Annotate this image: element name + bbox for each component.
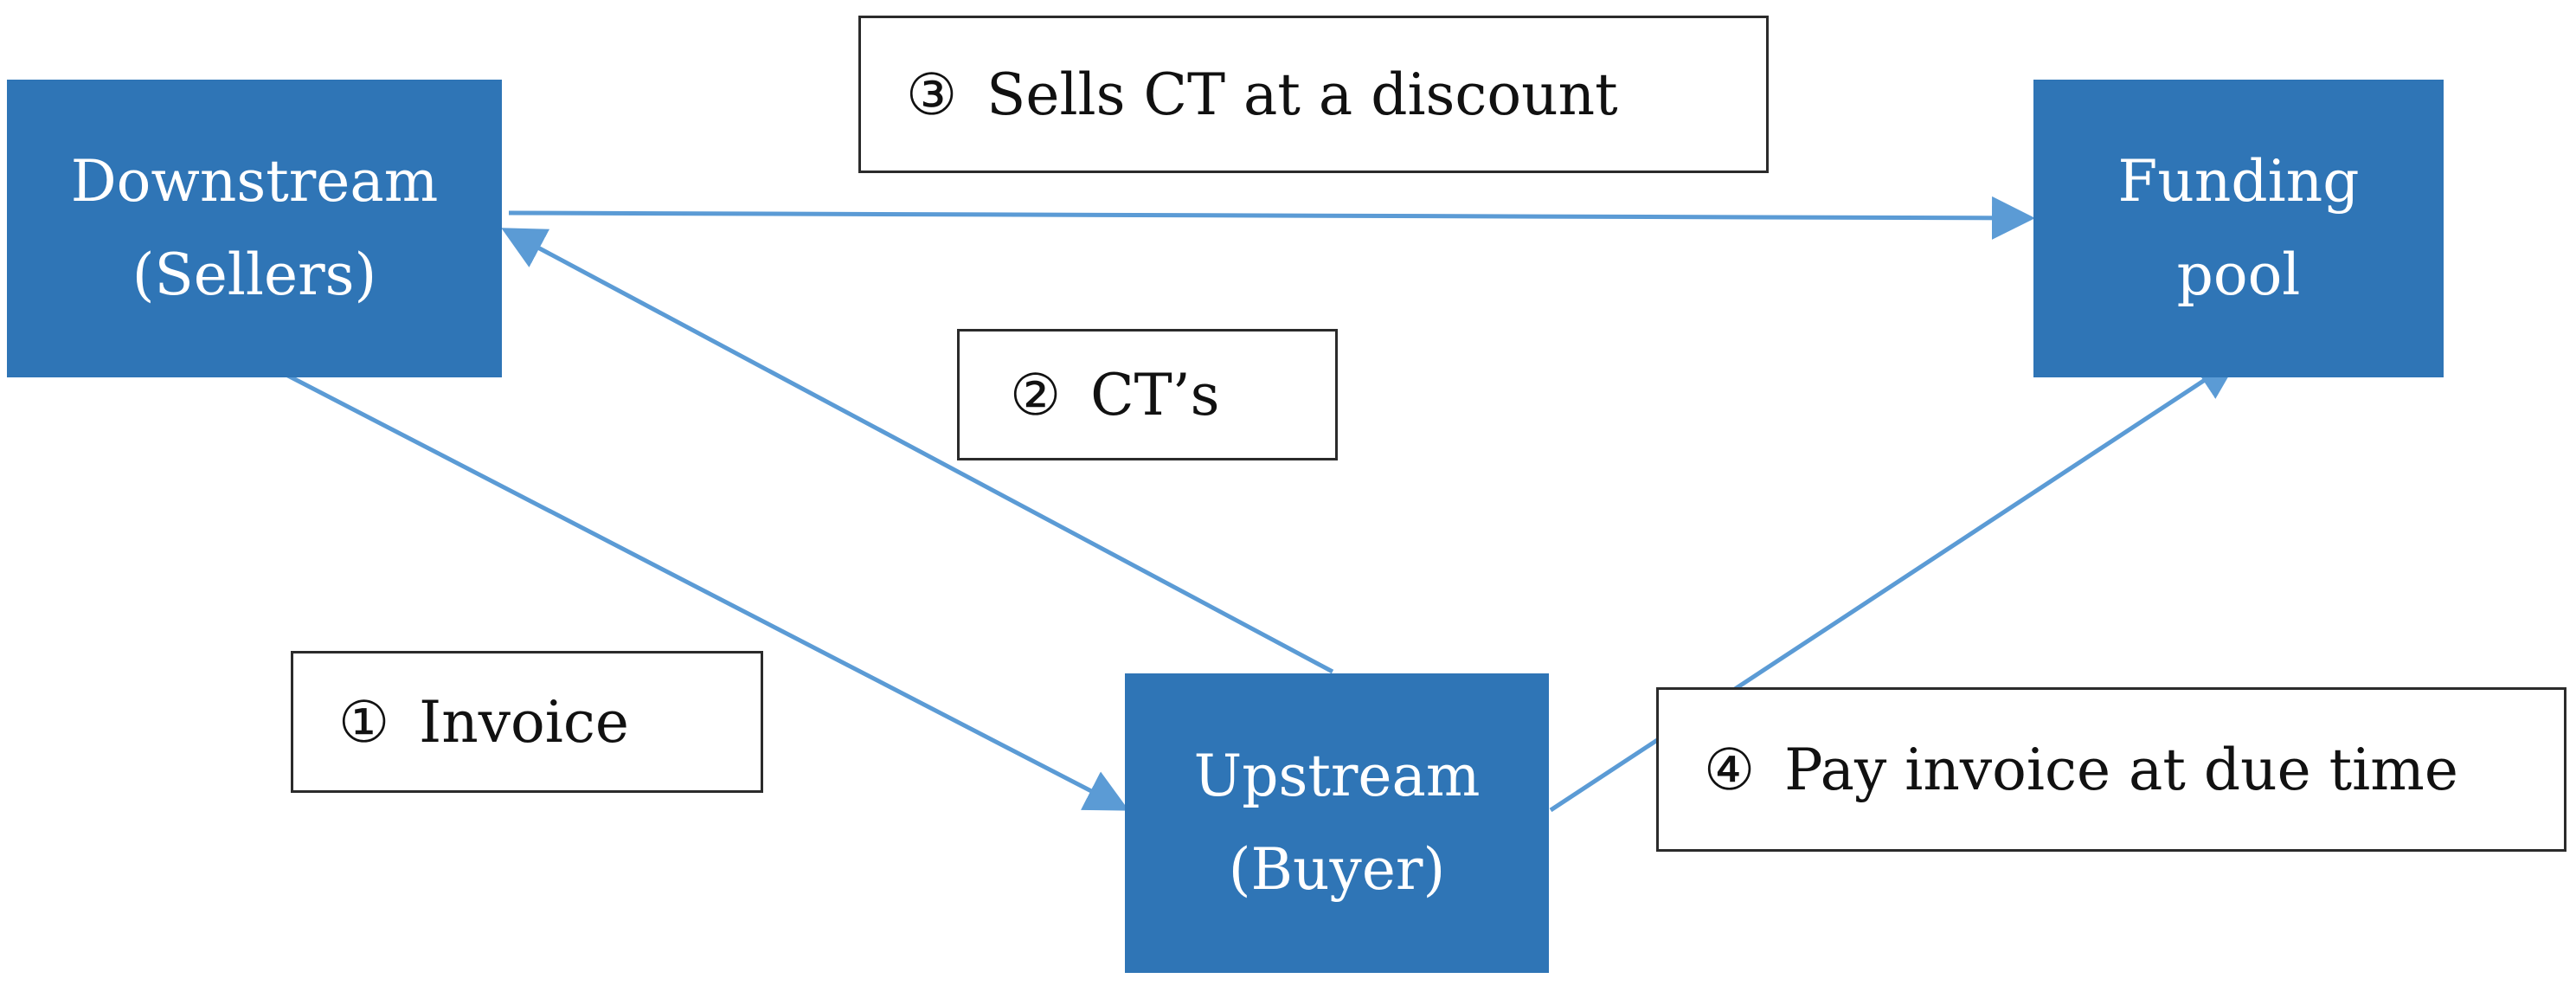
- step-text-4: Pay invoice at due time: [1784, 736, 2458, 803]
- step-number-3: ③: [906, 61, 958, 128]
- node-downstream-sellers: Downstream (Sellers): [7, 80, 502, 377]
- step-label-invoice: ① Invoice: [291, 651, 763, 793]
- step-label-cts: ② CT’s: [957, 329, 1338, 460]
- step-label-sells-ct: ③ Sells CT at a discount: [858, 16, 1769, 173]
- node-upstream-line1: Upstream: [1193, 743, 1481, 809]
- arrow-invoice: [256, 357, 1129, 811]
- step-text-2: CT’s: [1090, 361, 1220, 428]
- step-number-4: ④: [1704, 736, 1756, 803]
- arrow-sells-ct: [508, 196, 2035, 240]
- node-upstream-buyer: Upstream (Buyer): [1125, 673, 1549, 973]
- step-label-pay-invoice: ④ Pay invoice at due time: [1656, 687, 2566, 852]
- node-downstream-line1: Downstream: [70, 148, 439, 215]
- step-number-1: ①: [338, 688, 390, 756]
- step-text-1: Invoice: [419, 688, 629, 756]
- step-text-3: Sells CT at a discount: [986, 61, 1618, 128]
- node-funding-line2: pool: [2176, 241, 2301, 308]
- arrow-cts: [501, 228, 1334, 674]
- node-upstream-line2: (Buyer): [1228, 836, 1446, 903]
- node-downstream-line2: (Sellers): [132, 241, 377, 308]
- node-funding-pool: Funding pool: [2033, 80, 2444, 377]
- node-funding-line1: Funding: [2117, 148, 2360, 215]
- step-number-2: ②: [1010, 361, 1062, 428]
